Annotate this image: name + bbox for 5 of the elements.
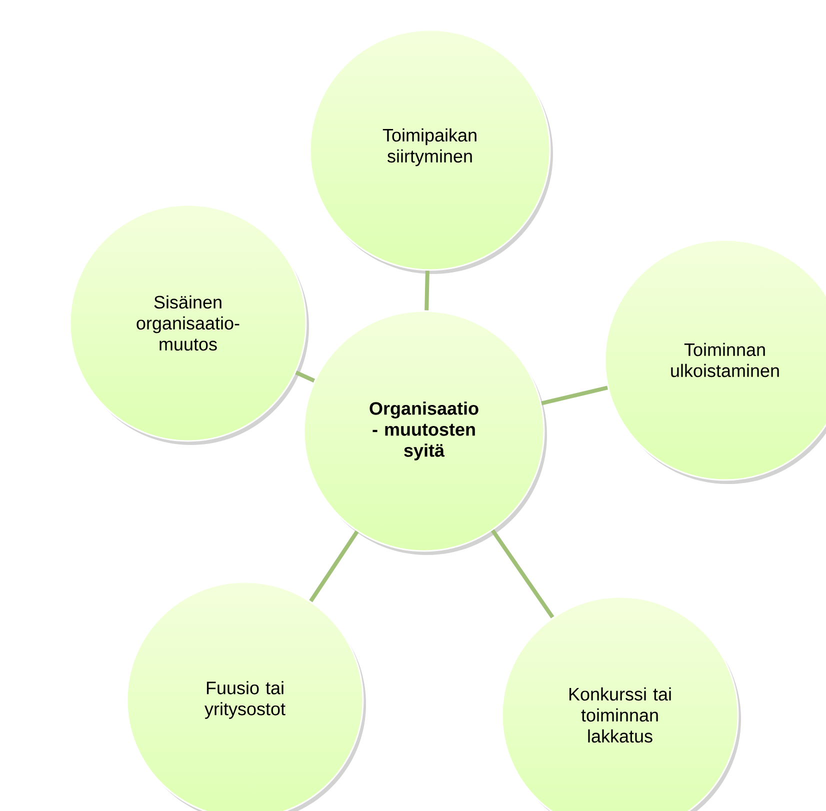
connector-line [541, 386, 608, 406]
connector-line [490, 529, 554, 618]
connector-line [309, 530, 359, 602]
connector-line [424, 270, 430, 310]
connector-line [295, 370, 316, 383]
